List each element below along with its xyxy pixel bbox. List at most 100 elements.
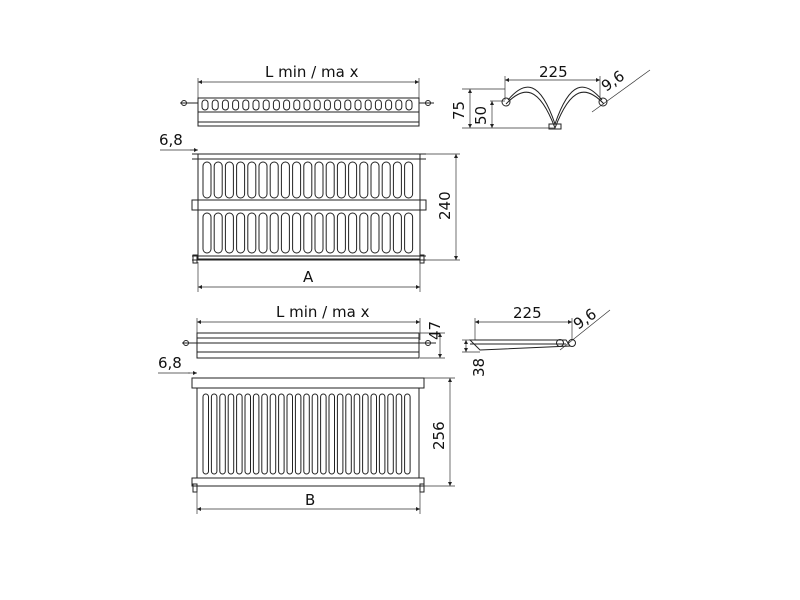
dish-slot <box>336 393 344 475</box>
dish-slot <box>345 393 352 475</box>
dish-slot <box>286 393 293 475</box>
dish-slot <box>219 393 226 475</box>
bottom-rail-height-dimension: 47 <box>426 321 444 340</box>
dish-slot <box>278 393 285 475</box>
bottom-profile-width-dimension: 225 <box>513 304 542 322</box>
dish-wire <box>334 99 342 111</box>
top-profile-diameter-dimension: 9,6 <box>598 67 628 95</box>
dish-slot <box>213 161 223 199</box>
top-upper-slot-row <box>202 161 414 199</box>
top-depth-dimension: 240 <box>436 191 454 220</box>
top-profile-height-inner-dimension: 50 <box>472 106 490 125</box>
top-profile-width-dimension: 225 <box>539 63 568 81</box>
bottom-profile-height-dimension: 38 <box>470 358 488 377</box>
dish-slot <box>247 212 257 254</box>
dish-slot <box>336 161 346 199</box>
dish-slot <box>210 393 218 475</box>
top-length-dimension: L min / ma x <box>265 63 359 81</box>
top-rack-plan-view: 6,8 240 A <box>159 131 460 292</box>
dish-wire <box>354 99 362 111</box>
dish-slot <box>348 212 358 254</box>
dish-slot <box>404 161 414 199</box>
dish-wire <box>283 99 291 111</box>
top-width-dimension-a: A <box>303 268 314 286</box>
dish-slot <box>303 161 313 199</box>
dish-slot <box>336 212 346 254</box>
dish-slot <box>359 161 369 199</box>
dish-slot <box>202 393 209 475</box>
dish-slot <box>224 161 234 199</box>
dish-slot <box>381 212 391 254</box>
dish-slot <box>362 393 369 475</box>
dish-slot <box>202 212 212 254</box>
bottom-rack-side-view: L min / ma x 47 <box>182 303 445 359</box>
dish-slot <box>269 212 279 254</box>
dish-wire <box>221 99 229 111</box>
dish-wire <box>323 99 331 111</box>
dish-slot <box>370 212 380 254</box>
bottom-rack-plan-view: 6,8 256 B <box>158 354 455 514</box>
dish-slot <box>387 393 394 475</box>
dish-wire <box>293 99 301 111</box>
dish-slot <box>348 161 358 199</box>
top-offset-dimension: 6,8 <box>159 131 183 149</box>
dish-slot <box>280 161 290 199</box>
dish-slot <box>404 393 411 475</box>
dish-slot <box>404 212 414 254</box>
dish-wire <box>201 99 209 111</box>
dish-wire <box>364 99 372 111</box>
bottom-tray-profile: 225 9,6 38 <box>462 304 611 377</box>
bottom-offset-dimension: 6,8 <box>158 354 182 372</box>
dish-slot <box>370 161 380 199</box>
top-profile-height-outer-dimension: 75 <box>450 101 468 120</box>
dish-slot <box>294 393 302 475</box>
dish-slot <box>258 212 268 254</box>
dish-slot <box>325 161 335 199</box>
dish-slot <box>378 393 386 475</box>
bottom-profile-diameter-dimension: 9,6 <box>570 305 600 333</box>
dish-slot <box>303 393 310 475</box>
dish-wire <box>385 99 393 111</box>
dish-slot <box>247 161 257 199</box>
bottom-depth-dimension: 256 <box>430 421 448 450</box>
dish-slot <box>213 212 223 254</box>
top-rack-side-view: L min / ma x <box>180 63 434 127</box>
dish-slot <box>311 393 319 475</box>
dish-wire <box>242 99 250 111</box>
dish-wire <box>344 99 352 111</box>
dish-slot <box>314 212 324 254</box>
bottom-slot-row <box>202 393 411 475</box>
top-wave-profile: 225 9,6 75 50 <box>450 63 651 130</box>
dish-slot <box>224 212 234 254</box>
dish-wire <box>252 99 260 111</box>
dish-wire <box>374 99 382 111</box>
dish-slot <box>244 393 251 475</box>
dish-slot <box>320 393 327 475</box>
dish-slot <box>359 212 369 254</box>
dish-slot <box>392 161 402 199</box>
dish-slot <box>381 161 391 199</box>
dish-slot <box>252 393 260 475</box>
dish-slot <box>370 393 377 475</box>
dish-slot <box>258 161 268 199</box>
dish-slot <box>236 161 246 199</box>
dish-slot <box>236 212 246 254</box>
dish-slot <box>269 161 279 199</box>
dish-wire <box>232 99 240 111</box>
dish-slot <box>280 212 290 254</box>
dish-slot <box>395 393 403 475</box>
bottom-width-dimension-b: B <box>305 491 315 509</box>
dish-slot <box>314 161 324 199</box>
dish-wire <box>395 99 403 111</box>
dish-slot <box>392 212 402 254</box>
dish-slot <box>227 393 235 475</box>
top-side-dish-wires <box>201 99 413 111</box>
dish-wire <box>303 99 311 111</box>
dish-wire <box>272 99 280 111</box>
dish-slot <box>202 161 212 199</box>
dish-wire <box>405 99 413 111</box>
top-lower-slot-row <box>202 212 414 254</box>
dish-slot <box>292 161 302 199</box>
dish-slot <box>325 212 335 254</box>
